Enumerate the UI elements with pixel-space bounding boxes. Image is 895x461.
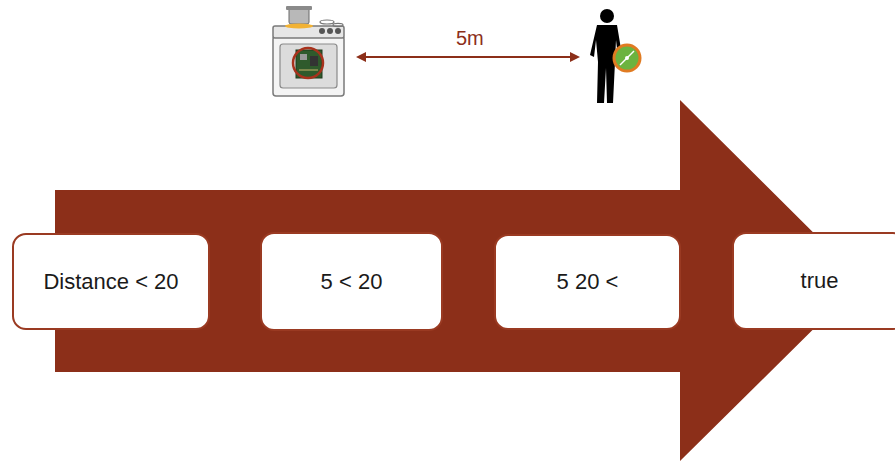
process-box: true <box>732 232 895 330</box>
process-box: 5 20 < <box>494 234 681 330</box>
box-text: Distance < 20 <box>43 269 178 295</box>
box-text: 5 20 < <box>557 269 619 295</box>
process-box: Distance < 20 <box>12 233 210 330</box>
box-text: true <box>801 268 839 294</box>
stove-icon <box>273 6 344 96</box>
distance-label: 5m <box>453 27 487 50</box>
distance-arrow <box>356 52 580 62</box>
person-silhouette <box>590 9 640 103</box>
box-text: 5 < 20 <box>321 269 383 295</box>
process-box: 5 < 20 <box>260 232 443 331</box>
